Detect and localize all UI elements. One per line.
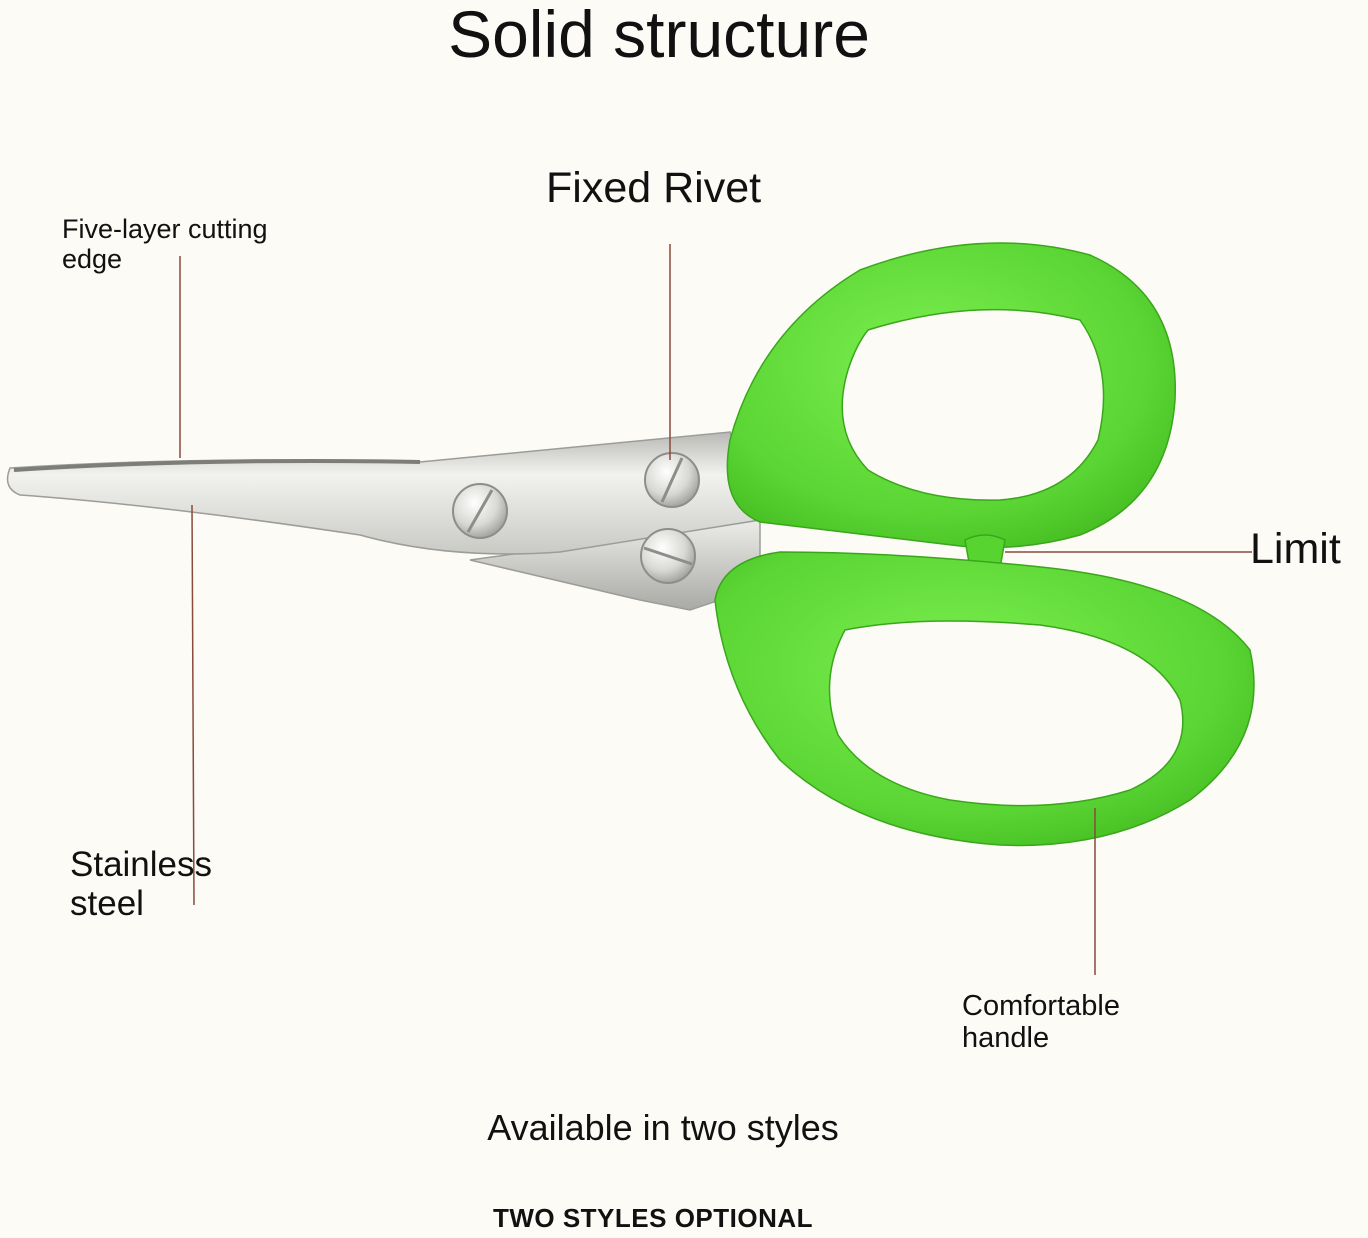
callout-fixed-rivet: Fixed Rivet — [546, 164, 762, 212]
rivet-screw-lower — [640, 528, 696, 584]
availability-text: Available in two styles — [487, 1107, 839, 1148]
upper-handle — [726, 242, 1176, 549]
rivet-screw-left — [452, 483, 508, 539]
page-title: Solid structure — [448, 0, 870, 71]
callout-comfortable-handle: Comfortable handle — [962, 990, 1120, 1055]
rivet-screw-upper — [644, 452, 700, 508]
styles-optional-text: TWO STYLES OPTIONAL — [492, 1203, 814, 1233]
leader-stainless-steel — [191, 504, 195, 906]
callout-cutting-edge: Five-layer cutting edge — [62, 214, 268, 275]
upper-blade — [6, 431, 761, 555]
leader-lines — [179, 244, 1252, 975]
callout-limit: Limit — [1250, 525, 1341, 573]
lower-handle — [714, 551, 1255, 847]
callout-stainless-steel: Stainless steel — [70, 845, 213, 924]
cutting-edge-line — [13, 459, 421, 472]
